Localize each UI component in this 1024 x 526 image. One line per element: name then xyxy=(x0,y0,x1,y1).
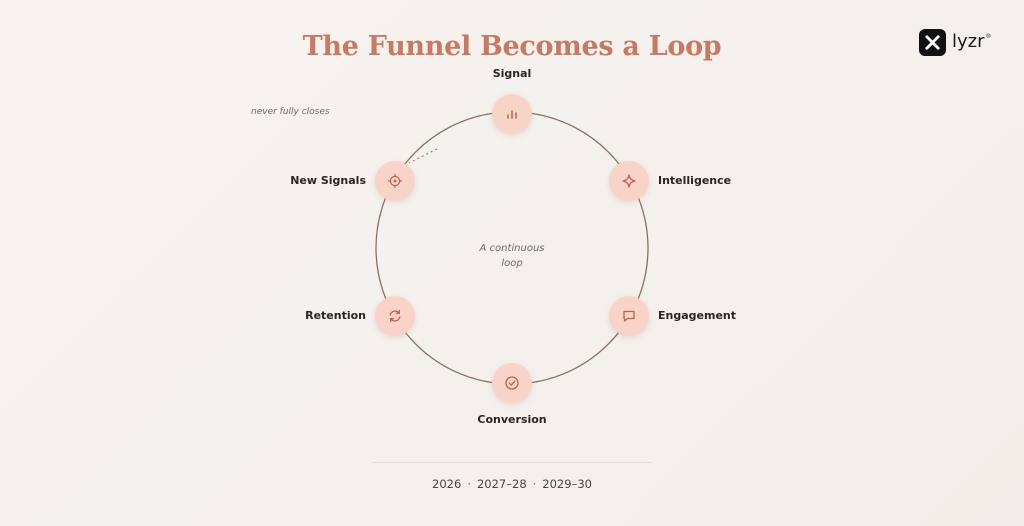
chat-bubble-icon xyxy=(623,310,635,322)
retention-label: Retention xyxy=(305,309,366,322)
engagement-label: Engagement xyxy=(658,309,736,322)
retention-node xyxy=(375,296,415,336)
lyzr-logo-icon xyxy=(919,28,946,56)
brand-registered-mark: ® xyxy=(985,32,992,40)
footer-divider xyxy=(372,462,652,463)
intelligence-node xyxy=(609,161,649,201)
refresh-icon xyxy=(389,309,401,323)
sparkle-icon xyxy=(622,174,636,188)
signal-node xyxy=(492,94,532,134)
bar-chart-icon xyxy=(507,110,517,119)
timeline-separator: · xyxy=(532,477,537,491)
intelligence-label: Intelligence xyxy=(658,174,732,187)
engagement-node xyxy=(609,296,649,336)
center-caption-line-1: A continuous xyxy=(479,243,545,254)
target-icon xyxy=(387,173,403,189)
signal-label: Signal xyxy=(492,67,532,80)
conversion-node xyxy=(492,363,532,403)
new-signals-node xyxy=(375,161,415,201)
loop-annotation: never fully closes xyxy=(251,107,330,117)
conversion-label: Conversion xyxy=(477,413,547,426)
center-caption-line-2: loop xyxy=(501,258,523,269)
timeline-item: 2027–28 xyxy=(476,477,527,491)
timeline: 2026 · 2027–28 · 2029–30 xyxy=(0,477,1024,491)
new-signals-label: New Signals xyxy=(290,174,366,187)
brand-name: lyzr xyxy=(952,31,985,52)
check-circle-icon xyxy=(505,376,519,390)
center-caption: A continuous loop xyxy=(452,241,572,271)
timeline-item: 2029–30 xyxy=(542,477,592,491)
loop-gap-dashes xyxy=(408,148,438,164)
brand-logo: lyzr ® xyxy=(919,28,992,56)
timeline-item: 2026 xyxy=(432,477,462,491)
page-title: The Funnel Becomes a Loop xyxy=(302,31,722,62)
timeline-separator: · xyxy=(467,477,471,491)
